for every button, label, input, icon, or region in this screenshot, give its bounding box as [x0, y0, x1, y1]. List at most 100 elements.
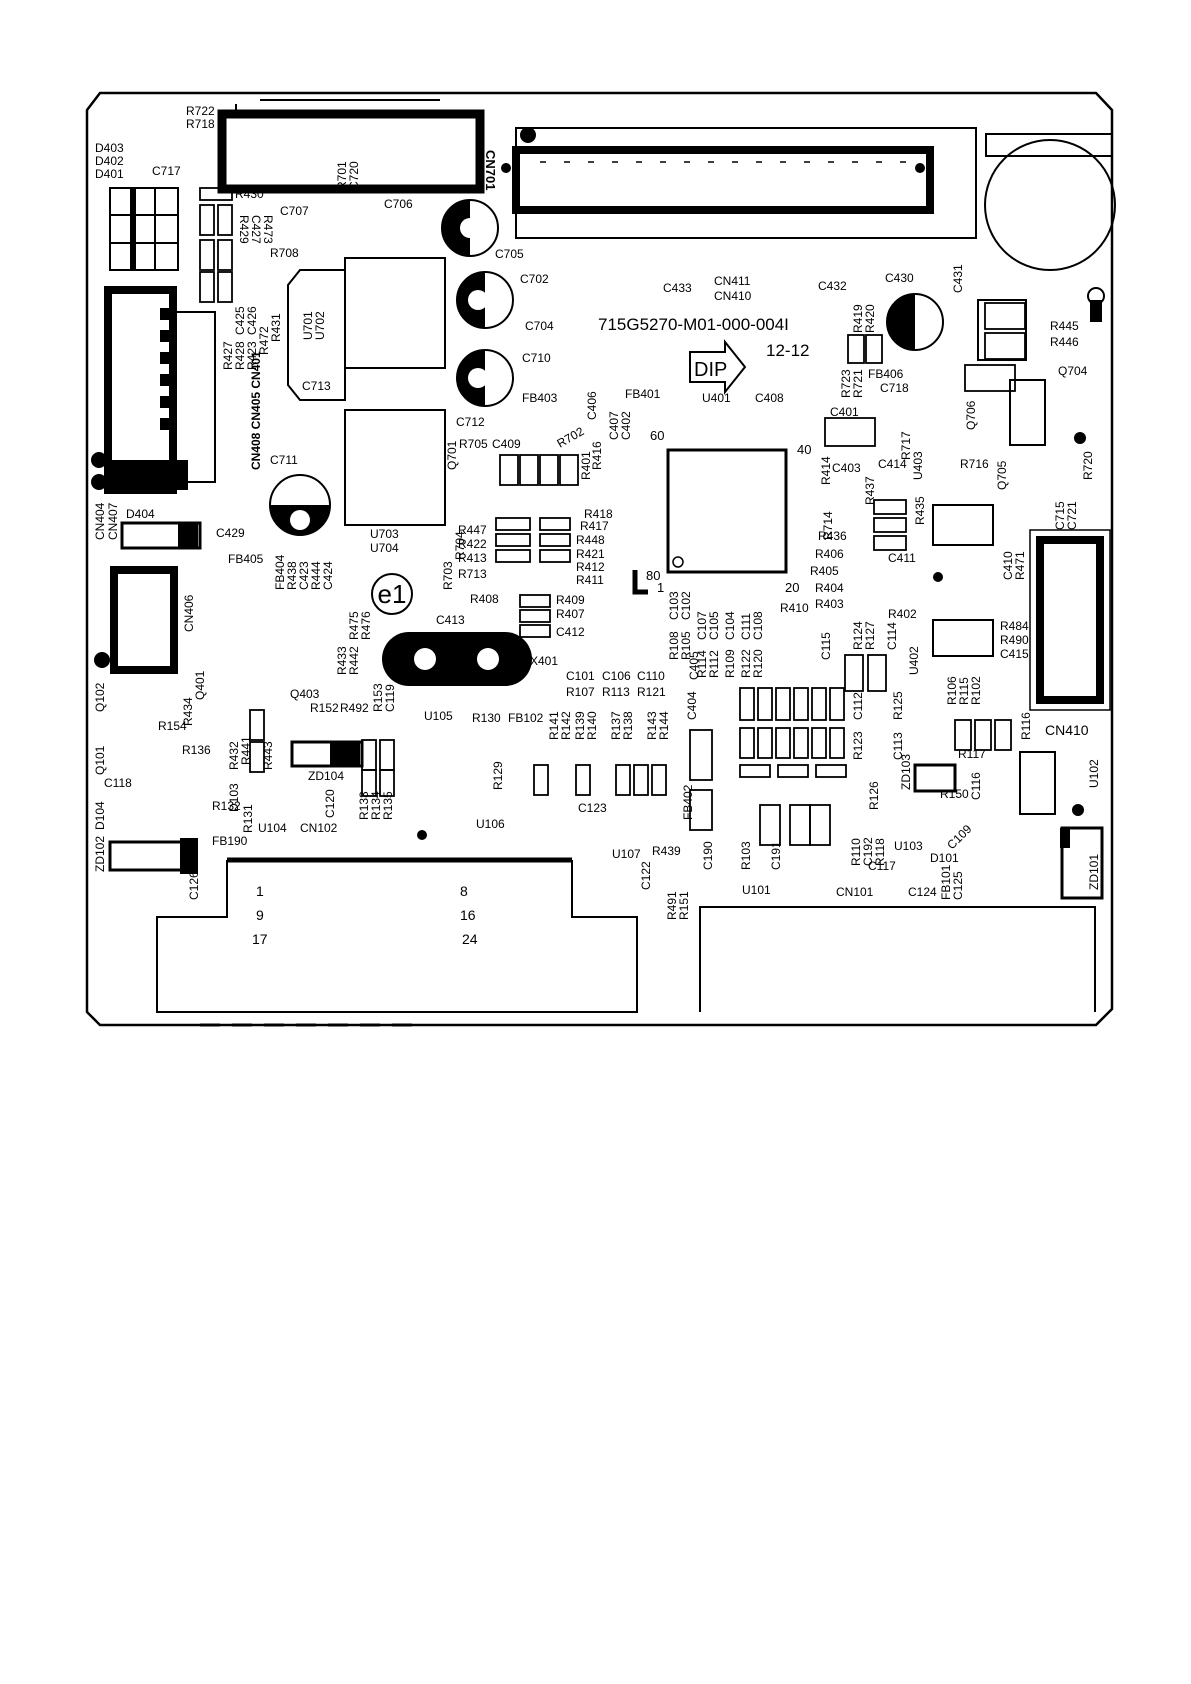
- ref-label-r402: R402: [888, 607, 917, 621]
- cn410-connector: [512, 146, 934, 214]
- capacitor-c711: [269, 474, 331, 536]
- ref-label-r129: R129: [491, 761, 505, 790]
- pin-80: 80: [646, 568, 660, 583]
- ref-label-u401: U401: [702, 391, 731, 405]
- ref-label-c712: C712: [456, 415, 485, 429]
- ref-label-r419: R419: [851, 304, 865, 333]
- ref-label-r436: R436: [818, 529, 847, 543]
- ref-label-r113: R113: [602, 685, 630, 699]
- ref-label-c413: C413: [436, 613, 465, 627]
- cn410-label: CN410: [714, 289, 752, 303]
- ref-label-c108: C108: [751, 611, 765, 640]
- ref-label-r492: R492: [340, 701, 369, 715]
- ref-label-fb401: FB401: [625, 387, 661, 401]
- ref-label-r431: R431: [269, 313, 283, 342]
- ref-label-r118: R118: [873, 838, 887, 866]
- ref-label-q705: Q705: [995, 460, 1009, 490]
- ref-label-r102: R102: [969, 676, 983, 705]
- ref-label-r443: R443: [261, 741, 275, 770]
- ref-label-r409: R409: [556, 593, 585, 607]
- ref-label-fb101: FB101: [939, 864, 953, 900]
- ref-label-r444: R444: [309, 561, 323, 590]
- ref-label-q102: Q102: [93, 682, 107, 712]
- ref-label-c124: C124: [908, 885, 937, 899]
- ref-label-r716: R716: [960, 457, 989, 471]
- ref-label-r135: R135: [381, 791, 395, 820]
- ref-label-r142: R142: [559, 711, 573, 740]
- ref-label-r120: R120: [751, 649, 765, 678]
- ref-label-c117: C117: [868, 859, 896, 873]
- cn408-label: CN408 CN405 CN401: [249, 351, 263, 470]
- ref-label-r705: R705: [459, 437, 488, 451]
- ref-label-c109: C109: [944, 822, 974, 852]
- u703-outline: [344, 409, 446, 526]
- ref-label-r107: R107: [566, 685, 595, 699]
- ref-label-r134: R134: [369, 791, 383, 820]
- ref-label-fb405: FB405: [228, 552, 264, 566]
- ref-label-c429: C429: [216, 526, 245, 540]
- ref-label-r114: R114: [695, 650, 709, 678]
- ref-label-r153: R153: [371, 683, 385, 712]
- ref-label-r117: R117: [958, 747, 986, 761]
- ref-label-r141: R141: [547, 711, 561, 740]
- ref-label-u105: U105: [424, 709, 453, 723]
- ref-label-r432: R432: [227, 741, 241, 770]
- pin-number: 24: [462, 931, 478, 947]
- ref-label-r701: R701: [335, 161, 349, 190]
- cn101-label: CN101: [836, 885, 874, 899]
- ref-label-fb190: FB190: [212, 834, 248, 848]
- ref-label-c431: C431: [951, 264, 965, 293]
- ref-label-r151: R151: [677, 891, 691, 920]
- ref-label-r413: R413: [458, 551, 487, 565]
- ref-label-d402: D402: [95, 154, 124, 168]
- ref-label-c408: C408: [755, 391, 784, 405]
- ref-label-u704: U704: [370, 541, 399, 555]
- ref-label-r154: R154: [158, 719, 187, 733]
- ref-label-r115: R115: [957, 677, 971, 705]
- ref-label-c423: C423: [297, 561, 311, 590]
- ref-label-r136: R136: [182, 743, 211, 757]
- ref-label-r430: R430: [235, 187, 264, 201]
- ref-label-c702: C702: [520, 272, 549, 286]
- ref-label-c718: C718: [880, 381, 909, 395]
- board-outline: [85, 91, 1114, 1027]
- ref-label-c107: C107: [695, 611, 709, 640]
- ref-label-c112: C112: [851, 692, 865, 720]
- pin-1: 1: [657, 580, 664, 595]
- ref-label-q403: Q403: [290, 687, 320, 701]
- ref-label-c102: C102: [679, 591, 693, 620]
- ref-label-r448: R448: [576, 533, 605, 547]
- ref-label-c705: C705: [495, 247, 524, 261]
- ref-label-c103: C103: [667, 591, 681, 620]
- ref-label-c720: C720: [347, 161, 361, 190]
- capacitor-c702: [456, 271, 514, 329]
- ref-label-r130: R130: [472, 711, 501, 725]
- ref-label-c123: C123: [578, 801, 607, 815]
- ref-label-r417: R417: [580, 519, 609, 533]
- ref-label-u101: U101: [742, 883, 771, 897]
- ref-label-r131: R131: [241, 804, 255, 833]
- ref-label-r446: R446: [1050, 335, 1079, 349]
- ref-label-r408: R408: [470, 592, 499, 606]
- ref-label-c104: C104: [723, 611, 737, 640]
- ref-label-r435: R435: [913, 496, 927, 525]
- ref-label-c115: C115: [819, 632, 833, 660]
- cn407-label: CN407: [106, 502, 120, 540]
- ref-label-fb102: FB102: [508, 711, 544, 725]
- cn701-label: CN701: [483, 150, 498, 190]
- pin-number: 8: [460, 883, 468, 899]
- ref-label-c713: C713: [302, 379, 331, 393]
- ref-label-c118: C118: [104, 776, 132, 790]
- pin-40: 40: [797, 442, 811, 457]
- pin-20: 20: [785, 580, 799, 595]
- ref-label-r491: R491: [665, 891, 679, 920]
- ref-label-c116: C116: [969, 772, 983, 800]
- ref-label-r143: R143: [645, 711, 659, 740]
- cn406-connector: [110, 566, 178, 674]
- ref-label-r121: R121: [637, 685, 666, 699]
- ref-label-zd101: ZD101: [1087, 854, 1101, 890]
- ref-label-r404: R404: [815, 581, 844, 595]
- d404-diode: [120, 521, 202, 550]
- ref-label-d104: D104: [93, 801, 107, 830]
